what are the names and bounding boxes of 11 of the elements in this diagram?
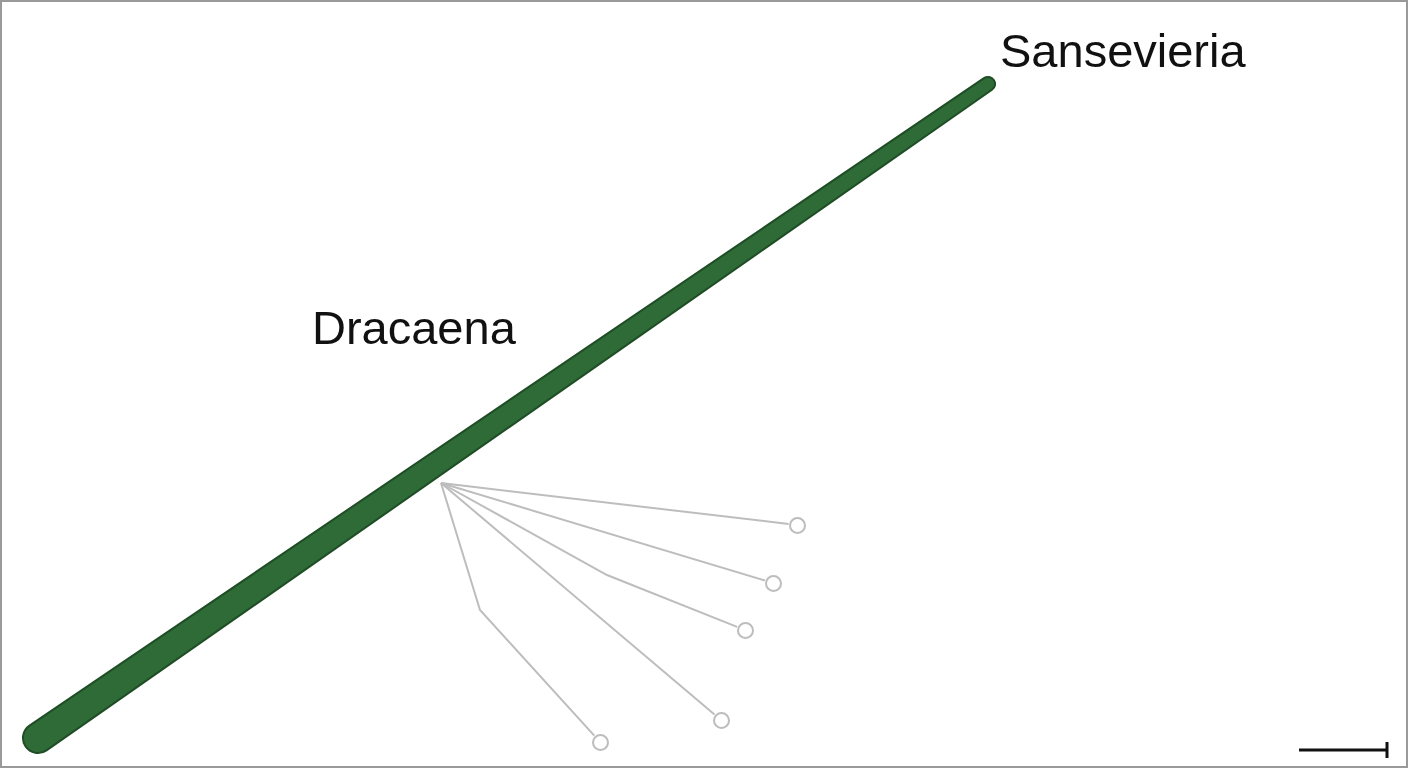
tip-circle <box>788 516 806 534</box>
branch-line <box>440 482 766 582</box>
tip-circle <box>736 621 754 639</box>
branch-line <box>440 482 790 525</box>
taxon-label: Dracaena <box>312 304 516 351</box>
branch-line <box>440 482 716 716</box>
tip-circle <box>764 574 782 592</box>
branch-line <box>440 482 596 737</box>
tip-circle <box>591 733 609 751</box>
taxon-label: Sansevieria <box>1000 27 1246 74</box>
tip-circle <box>712 711 730 729</box>
